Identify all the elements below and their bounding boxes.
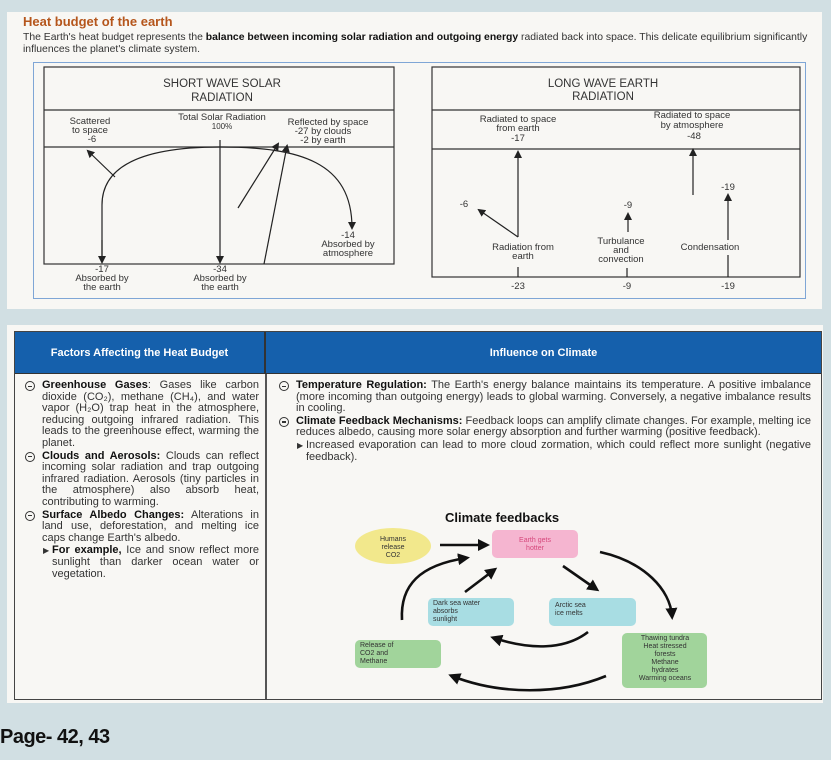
short-wave-diagram: SHORT WAVE SOLAR RADIATION Total Solar R… xyxy=(43,66,395,293)
scattered-value: -6 xyxy=(88,134,96,145)
heat-budget-section: Heat budget of the earth The Earth's hea… xyxy=(7,12,822,309)
atm-value: -14 xyxy=(341,230,355,241)
rad-label: Radiation from xyxy=(492,242,554,253)
bullet-icon xyxy=(25,451,35,462)
long-wave-title: LONG WAVE EARTH xyxy=(548,78,658,90)
earth34-label-2: the earth xyxy=(201,282,239,293)
bottom-19: -19 xyxy=(721,281,735,292)
sub-text: Increased evaporation can lead to more c… xyxy=(306,438,811,463)
intro-bold: balance between incoming solar radiation… xyxy=(205,32,519,43)
column-divider xyxy=(265,374,267,699)
diagram-frame xyxy=(33,62,806,299)
by-atm-value: -48 xyxy=(687,131,701,142)
intro-pre: The Earth's heat budget represents the xyxy=(23,32,206,43)
atm-label: Absorbed by xyxy=(321,239,375,250)
right-column-header: Influence on Climate xyxy=(266,332,821,374)
cond-value: -19 xyxy=(721,182,735,193)
earth34-label: Absorbed by xyxy=(193,273,247,284)
bullet-icon xyxy=(25,381,35,391)
turb-label: Turbulance xyxy=(597,236,644,247)
from-earth-label-2: from earth xyxy=(496,123,539,134)
bullet-icon xyxy=(25,510,35,521)
sub-title: For example, xyxy=(52,544,122,557)
short-wave-box xyxy=(43,66,395,265)
influence-title: Climate Feedback Mechanisms: xyxy=(296,414,463,427)
radiation-diagrams: SHORT WAVE SOLAR RADIATION Total Solar R… xyxy=(43,66,801,293)
turb-value: -9 xyxy=(624,200,632,211)
factor-item: Greenhouse Gases: Gases like carbon diox… xyxy=(23,379,259,450)
factor-text: Clouds can reflect incoming solar radiat… xyxy=(42,449,259,508)
section-title: Heat budget of the earth xyxy=(23,14,173,29)
earth-reflect-arrow xyxy=(263,144,290,265)
by-atm-label: Radiated to space xyxy=(654,110,731,121)
long-wave-diagram: LONG WAVE EARTH RADIATION Radiated to sp… xyxy=(431,66,801,292)
scattered-arrow xyxy=(86,149,116,178)
bottom-9: -9 xyxy=(623,281,631,292)
cloud-reflect-arrow xyxy=(237,142,280,209)
total-value: 100% xyxy=(212,122,232,131)
influence-text: The Earth's energy balance maintains its… xyxy=(296,379,811,415)
factor-title: Surface Albedo Changes: xyxy=(42,508,185,521)
factor-item: Clouds and Aerosols: Clouds can reflect … xyxy=(23,449,259,509)
factor-text: : Gases like carbon dioxide (CO₂), metha… xyxy=(42,379,259,449)
cond-label: Condensation xyxy=(681,242,740,253)
influence-title: Temperature Regulation: xyxy=(296,379,427,391)
factor-text: Alterations in land use, deforestation, … xyxy=(42,508,259,544)
bullet-icon xyxy=(279,416,289,427)
influence-item: Temperature Regulation: The Earth's ener… xyxy=(277,379,811,415)
reflected-earth: -2 by earth xyxy=(300,135,345,146)
turb-label-3: convection xyxy=(598,254,643,265)
influence-subitem: ▶Increased evaporation can lead to more … xyxy=(277,438,811,463)
earth34-value: -34 xyxy=(213,264,227,275)
minus6-arrow xyxy=(477,208,519,238)
short-wave-title: SHORT WAVE SOLAR xyxy=(163,78,281,90)
intro-post: radiated back into space. This delicate … xyxy=(23,32,808,55)
earth17-label-2: the earth xyxy=(83,282,121,293)
atm-label-2: atmosphere xyxy=(323,248,373,259)
sub-text: Ice and snow reflect more sunlight than … xyxy=(52,544,259,580)
from-earth-value: -17 xyxy=(511,133,525,144)
earth17-label: Absorbed by xyxy=(75,273,129,284)
by-atm-label-2: by atmosphere xyxy=(661,120,724,131)
triangle-bullet-icon: ▶ xyxy=(297,440,304,450)
page-reference: Page- 42, 43 xyxy=(0,726,110,748)
factors-column: Greenhouse Gases: Gases like carbon diox… xyxy=(23,379,259,580)
minus6-value: -6 xyxy=(460,199,468,210)
from-earth-label: Radiated to space xyxy=(480,114,557,125)
feedbacks-title: Climate feedbacks xyxy=(445,510,560,525)
influence-item: Climate Feedback Mechanisms: Feedback lo… xyxy=(277,414,811,439)
diffuse-curve-arrow xyxy=(101,146,356,262)
intro-text: The Earth's heat budget represents the b… xyxy=(23,32,813,55)
factors-table: Factors Affecting the Heat Budget Influe… xyxy=(14,331,822,700)
influence-column: Temperature Regulation: The Earth's ener… xyxy=(277,379,811,463)
rad-label-2: earth xyxy=(512,251,534,262)
short-wave-title-2: RADIATION xyxy=(191,92,253,104)
reflected-label: Reflected by space xyxy=(288,117,369,128)
left-column-header: Factors Affecting the Heat Budget xyxy=(15,332,266,374)
long-wave-title-2: RADIATION xyxy=(572,91,634,103)
total-label: Total Solar Radiation xyxy=(178,112,266,123)
scattered-label: Scattered xyxy=(70,116,111,127)
factors-section: Factors Affecting the Heat Budget Influe… xyxy=(7,325,823,703)
earth17-value: -17 xyxy=(95,264,109,275)
bottom-23: -23 xyxy=(511,281,525,292)
factor-subitem: ▶For example, Ice and snow reflect more … xyxy=(23,544,259,580)
scattered-label-2: to space xyxy=(72,125,108,136)
long-wave-box xyxy=(431,66,801,278)
turb-label-2: and xyxy=(613,245,629,256)
factor-title: Clouds and Aerosols: xyxy=(42,449,161,462)
factor-item: Surface Albedo Changes: Alterations in l… xyxy=(23,508,259,545)
bullet-icon xyxy=(279,381,289,391)
factor-title: Greenhouse Gases xyxy=(42,379,148,391)
reflected-clouds: -27 by clouds xyxy=(295,126,352,137)
triangle-bullet-icon: ▶ xyxy=(43,546,50,556)
influence-text: Feedback loops can amplify climate chang… xyxy=(296,414,811,439)
